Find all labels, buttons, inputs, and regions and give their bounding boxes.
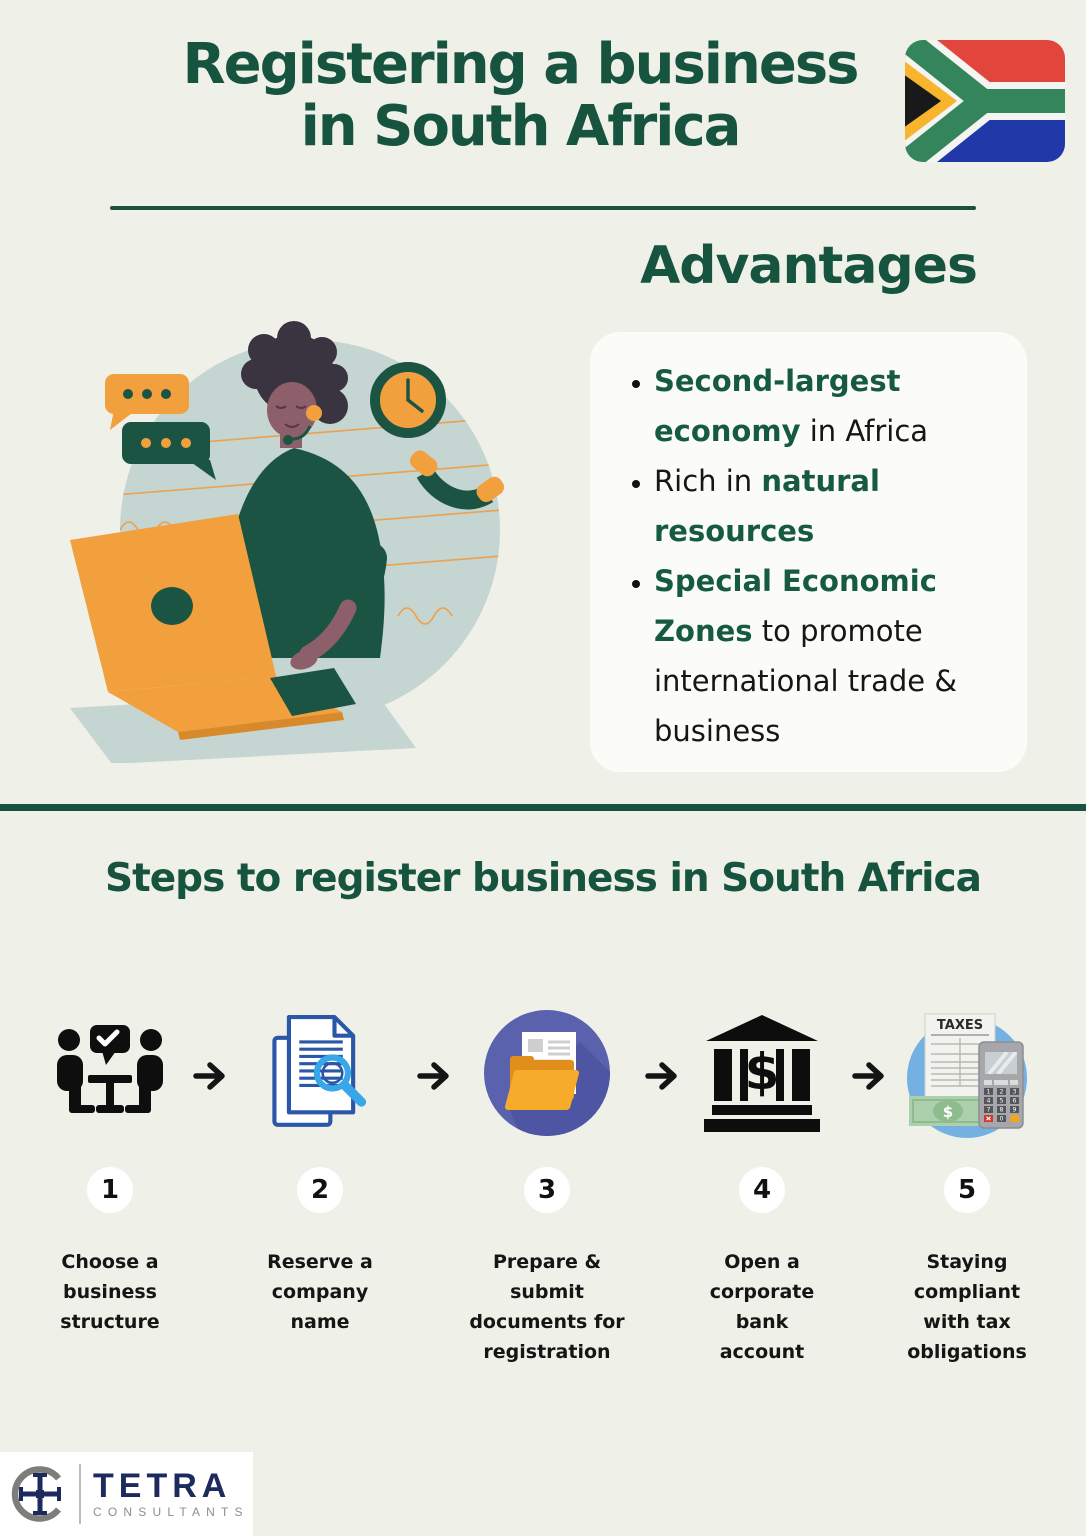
step-column-2: 2 Reserve a company name: [220, 990, 420, 1337]
svg-text:8: 8: [1000, 1106, 1004, 1113]
folder-documents-icon: [447, 990, 647, 1155]
logo-divider: [79, 1464, 81, 1524]
advantage-text: in Africa: [800, 414, 929, 448]
step-number-badge: 1: [87, 1167, 133, 1213]
svg-text:6: 6: [1013, 1097, 1017, 1104]
step-label: Open a corporate bank account: [709, 1251, 815, 1363]
svg-text:4: 4: [987, 1097, 991, 1104]
step-number-badge: 4: [739, 1167, 785, 1213]
svg-text:0: 0: [1000, 1115, 1004, 1122]
svg-text:TAXES: TAXES: [937, 1018, 983, 1033]
headset-earpiece: [306, 405, 322, 421]
step-number-badge: 2: [297, 1167, 343, 1213]
advantage-highlight: natural resources: [654, 464, 880, 548]
speech-bubble-orange-icon: [105, 374, 189, 430]
brand-subtitle: CONSULTANTS: [93, 1505, 249, 1519]
page-title-line2: in South Africa: [300, 94, 742, 159]
bank-icon: $: [662, 990, 862, 1155]
clock-icon: [370, 362, 446, 438]
step-label: Prepare & submit documents for registrat…: [469, 1251, 625, 1363]
advantage-text: to promote international trade & busines…: [654, 614, 957, 748]
tetra-logo-icon: [11, 1466, 62, 1522]
advantages-heading: Advantages: [640, 236, 978, 296]
speech-bubble-green-icon: [122, 422, 216, 480]
section-divider: [0, 804, 1086, 811]
arrow-right-icon: [852, 1062, 884, 1090]
title-divider: [110, 206, 976, 210]
arm-typing: [290, 543, 387, 670]
svg-text:7: 7: [987, 1106, 991, 1113]
step-number: 3: [537, 1175, 557, 1205]
steps-heading: Steps to register business in South Afri…: [104, 856, 982, 901]
arrow-right-icon: [193, 1062, 225, 1090]
south-africa-flag-icon: [905, 40, 1065, 162]
document-search-icon: [220, 990, 420, 1155]
arrow-right-icon: [417, 1062, 449, 1090]
advantages-list: Second-largest economy in AfricaRich in …: [590, 356, 1027, 756]
meeting-discussion-icon: [10, 990, 210, 1155]
page-title: Registering a business in South Africa: [0, 34, 1040, 158]
step-number-badge: 3: [524, 1167, 570, 1213]
step-number-badge: 5: [944, 1167, 990, 1213]
step-number: 5: [957, 1175, 977, 1205]
advantage-item: Special Economic Zones to promote intern…: [654, 556, 989, 756]
step-column-5: TAXES $: [867, 990, 1067, 1367]
laptop-icon: [70, 514, 356, 740]
advantage-text: Rich in: [654, 464, 762, 498]
svg-text:1: 1: [987, 1088, 991, 1095]
svg-text:9: 9: [1013, 1106, 1017, 1113]
arrow-right-icon: [645, 1062, 677, 1090]
advantage-highlight: Second-largest economy: [654, 364, 901, 448]
advantage-highlight: Special Economic Zones: [654, 564, 937, 648]
step-number: 2: [310, 1175, 330, 1205]
step-number: 4: [752, 1175, 772, 1205]
step-column-3: 3 Prepare & submit documents for registr…: [447, 990, 647, 1367]
step-column-4: $ 4 Open a corporate bank account: [662, 990, 862, 1367]
step-number: 1: [100, 1175, 120, 1205]
step-label: Choose a business structure: [60, 1251, 160, 1333]
svg-text:$: $: [943, 1103, 953, 1121]
phone-handset-icon: [410, 450, 505, 510]
step-column-1: 1 Choose a business structure: [10, 990, 210, 1337]
woman-support-laptop-illustration: [70, 321, 505, 763]
page-title-line1: Registering a business: [182, 32, 859, 97]
brand-name: TETRA: [93, 1467, 232, 1505]
money-bill: $: [909, 1095, 987, 1126]
svg-text:$: $: [745, 1043, 780, 1101]
svg-text:2: 2: [1000, 1088, 1004, 1095]
svg-text:5: 5: [1000, 1097, 1004, 1104]
brand-footer: TETRA CONSULTANTS: [0, 1452, 253, 1536]
svg-text:3: 3: [1013, 1088, 1017, 1095]
step-label: Staying compliant with tax obligations: [907, 1251, 1027, 1363]
advantages-card: Second-largest economy in AfricaRich in …: [590, 332, 1027, 772]
step-label: Reserve a company name: [267, 1251, 373, 1333]
tax-calculator-icon: TAXES $: [867, 990, 1067, 1155]
advantage-item: Second-largest economy in Africa: [654, 356, 989, 456]
calculator: 1 2 3 4 5 6 7 8 9 0: [978, 1040, 1024, 1129]
advantage-item: Rich in natural resources: [654, 456, 989, 556]
